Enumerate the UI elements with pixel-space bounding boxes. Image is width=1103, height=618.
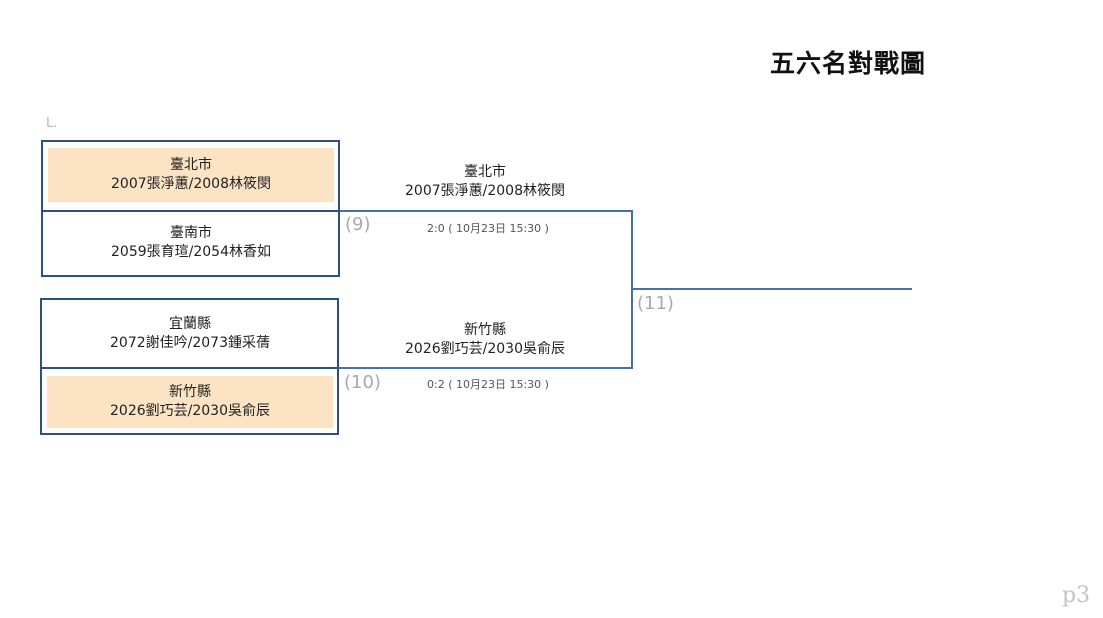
player-names: 2059張育瑄/2054林香如 [111,244,271,260]
match-10-score: 0:2 ( 10月23日 15:30 ) [427,378,549,391]
player-names: 2007張淨蕙/2008林筱閔 [111,176,271,192]
team-name: 新竹縣 [464,322,506,338]
match-10-result: 新竹縣 2026劉巧芸/2030吳俞辰 [385,321,585,359]
match-9-divider [41,210,340,212]
match-9-top-entry: 臺北市 2007張淨蕙/2008林筱閔 [48,148,334,202]
match-10-number: (10) [344,372,381,393]
match-10-connector [339,367,633,369]
page-number: p3 [1062,583,1091,608]
player-names: 2007張淨蕙/2008林筱閔 [405,183,565,199]
match-9-bottom-entry: 臺南市 2059張育瑄/2054林香如 [48,216,334,270]
page-title: 五六名對戰圖 [770,49,927,78]
match-10-top-entry: 宜蘭縣 2072謝佳吟/2073鍾采蒨 [47,306,333,362]
match-9-result: 臺北市 2007張淨蕙/2008林筱閔 [385,163,585,201]
team-name: 臺南市 [170,225,212,241]
match-9-score: 2:0 ( 10月23日 15:30 ) [427,222,549,235]
match-9-connector [340,210,633,212]
match-10-divider [40,367,339,369]
match-9-number: (9) [345,214,371,235]
match-11-number: (11) [637,293,674,314]
team-name: 新竹縣 [169,384,211,400]
semifinal-vertical-connector [631,210,633,369]
final-connector [633,288,912,290]
player-names: 2026劉巧芸/2030吳俞辰 [110,403,270,419]
team-name: 宜蘭縣 [169,316,211,332]
team-name: 臺北市 [464,164,506,180]
player-names: 2072謝佳吟/2073鍾采蒨 [110,335,270,351]
section-label: L. [46,116,58,131]
player-names: 2026劉巧芸/2030吳俞辰 [405,341,565,357]
team-name: 臺北市 [170,157,212,173]
match-10-bottom-entry: 新竹縣 2026劉巧芸/2030吳俞辰 [47,376,333,428]
